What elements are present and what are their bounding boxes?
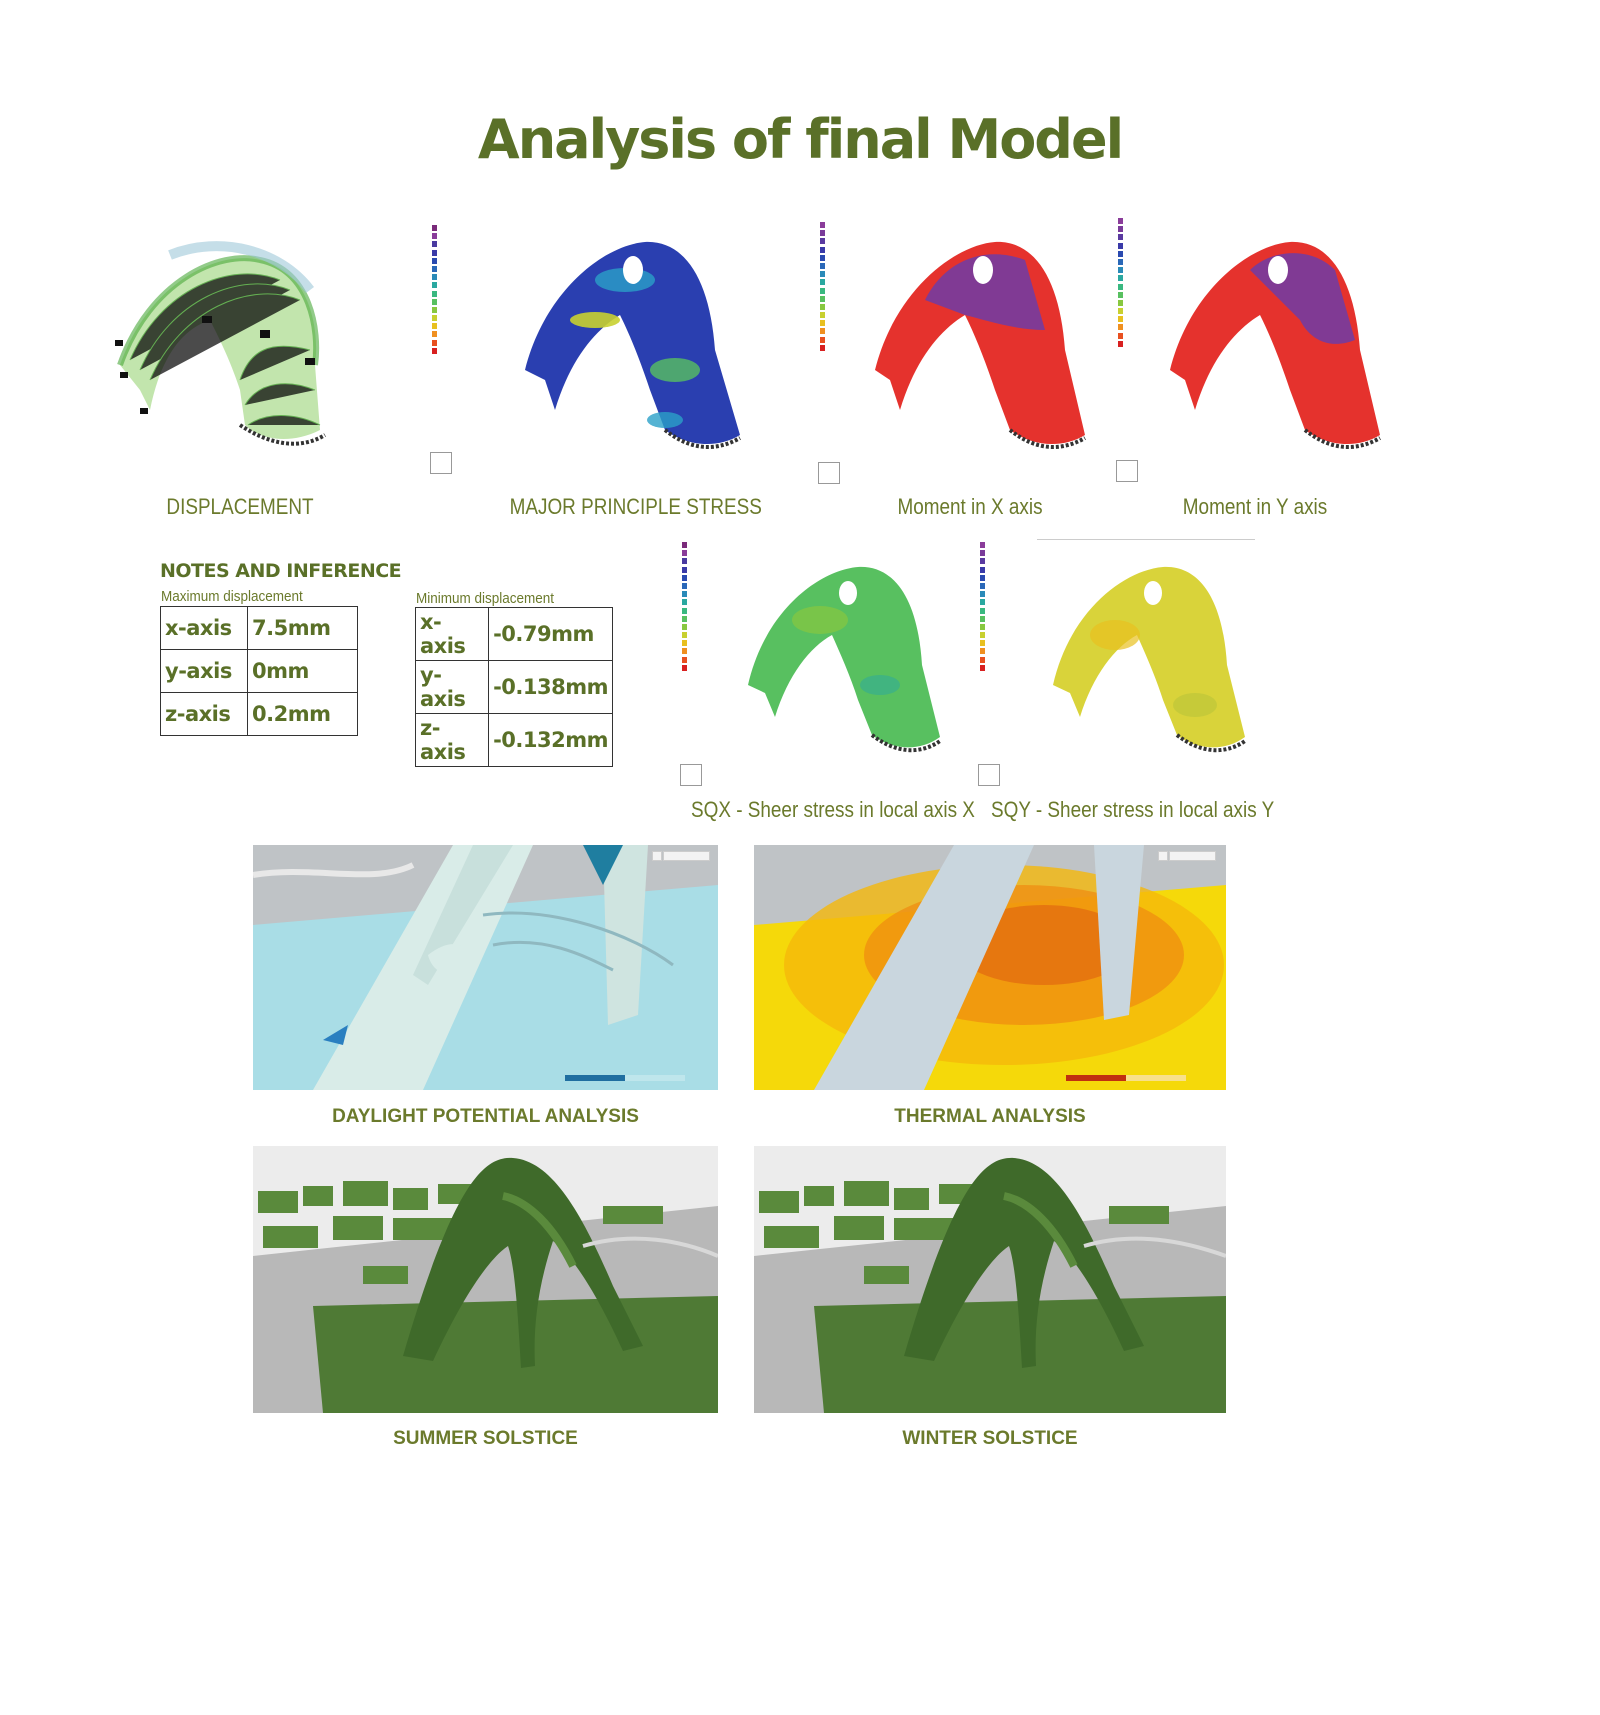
divider — [1037, 539, 1255, 540]
value-cell: -0.79mm — [488, 607, 613, 661]
max-displacement-label: Maximum displacement — [161, 588, 303, 605]
panel-toggle-button[interactable] — [1158, 851, 1168, 861]
value-cell: 7.5mm — [247, 606, 358, 650]
axis-triad-icon — [430, 452, 452, 474]
winter-solstice-panel — [754, 1146, 1226, 1413]
moment-y-legend — [1118, 218, 1148, 349]
axis-cell: y-axis — [160, 649, 248, 693]
axis-cell: z-axis — [414, 713, 490, 767]
sqx-legend — [682, 542, 712, 673]
table-row: y-axis -0.138mm — [414, 660, 613, 714]
value-cell: -0.138mm — [488, 660, 613, 714]
thermal-analysis-panel — [754, 845, 1226, 1090]
page-title: Analysis of final Model — [477, 108, 1124, 171]
caption-thermal: THERMAL ANALYSIS — [894, 1106, 1086, 1127]
major-stress-model-image — [525, 241, 741, 449]
caption-daylight: DAYLIGHT POTENTIAL ANALYSIS — [332, 1106, 639, 1127]
value-cell: 0mm — [247, 649, 358, 693]
caption-sqx: SQX - Sheer stress in local axis X — [691, 797, 975, 822]
share-analysis-button[interactable] — [663, 851, 710, 861]
panel-toggle-button[interactable] — [652, 851, 662, 861]
axis-triad-icon — [1116, 460, 1138, 482]
min-displacement-label: Minimum displacement — [416, 590, 555, 607]
moment-x-legend — [820, 222, 850, 353]
axis-triad-icon — [818, 462, 840, 484]
table-row: x-axis -0.79mm — [414, 607, 613, 661]
sqy-model-image — [1053, 566, 1247, 753]
axis-cell: x-axis — [160, 606, 248, 650]
table-row: x-axis 7.5mm — [160, 606, 358, 650]
caption-moment-x: Moment in X axis — [897, 494, 1043, 519]
value-cell: -0.132mm — [488, 713, 613, 767]
caption-sqy: SQY - Sheer stress in local axis Y — [991, 797, 1275, 822]
caption-major-stress: MAJOR PRINCIPLE STRESS — [509, 494, 762, 519]
displacement-model-image — [115, 241, 327, 446]
moment-x-model-image — [875, 241, 1086, 449]
max-displacement-table: x-axis 7.5mm y-axis 0mm z-axis 0.2mm — [160, 606, 358, 736]
caption-moment-y: Moment in Y axis — [1182, 494, 1328, 519]
axis-cell: z-axis — [160, 692, 248, 736]
notes-heading: NOTES AND INFERENCE — [160, 560, 402, 582]
stress-legend — [432, 225, 462, 356]
moment-y-model-image — [1170, 241, 1381, 449]
axis-triad-icon — [680, 764, 702, 786]
min-displacement-table: x-axis -0.79mm y-axis -0.138mm z-axis -0… — [414, 607, 613, 767]
caption-summer-solstice: SUMMER SOLSTICE — [393, 1428, 578, 1449]
table-row: z-axis 0.2mm — [160, 692, 358, 736]
axis-triad-icon — [978, 764, 1000, 786]
axis-cell: y-axis — [414, 660, 490, 714]
caption-winter-solstice: WINTER SOLSTICE — [902, 1428, 1078, 1449]
daylight-analysis-panel — [253, 845, 718, 1090]
axis-cell: x-axis — [414, 607, 490, 661]
share-analysis-button[interactable] — [1169, 851, 1216, 861]
table-row: z-axis -0.132mm — [414, 713, 613, 767]
sqx-model-image — [748, 566, 942, 753]
caption-displacement: DISPLACEMENT — [166, 494, 314, 519]
sqy-legend — [980, 542, 1010, 673]
value-cell: 0.2mm — [247, 692, 358, 736]
table-row: y-axis 0mm — [160, 649, 358, 693]
summer-solstice-panel — [253, 1146, 718, 1413]
